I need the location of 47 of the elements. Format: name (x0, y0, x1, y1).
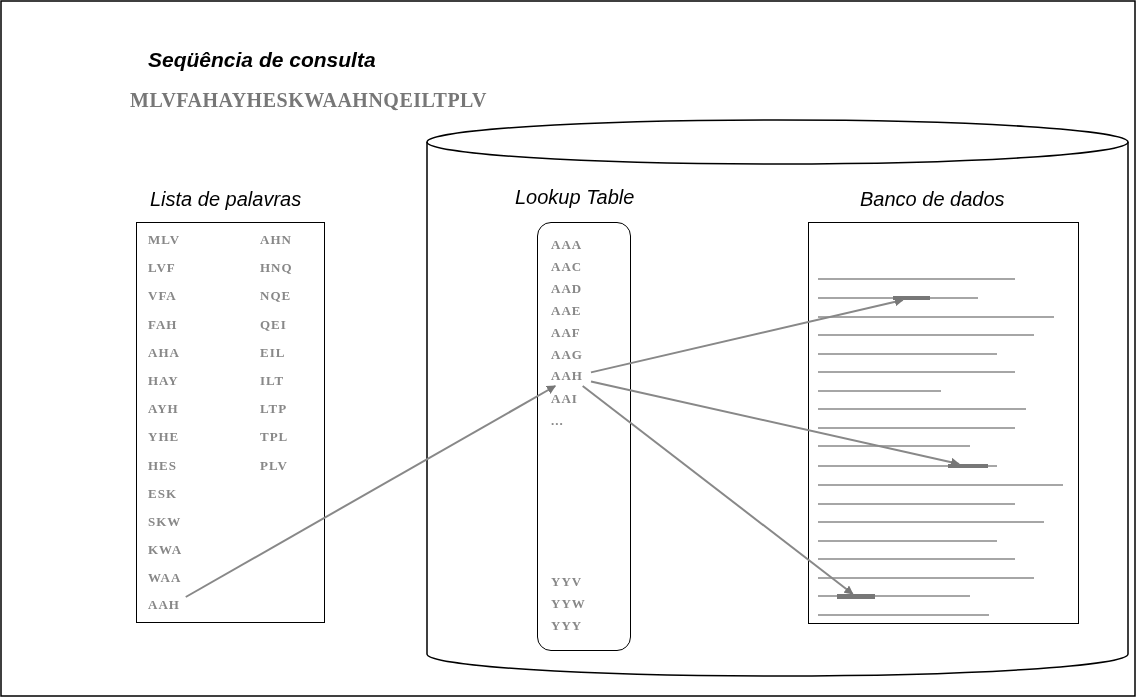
arrow (581, 385, 854, 595)
word-entry: AAF (551, 325, 581, 341)
sequence-text: MLVFAHAYHESKWAAHNQEILTPLV (130, 88, 488, 112)
word-entry: HAY (148, 373, 179, 389)
word-entry: YYY (551, 617, 583, 634)
match-highlight-bar (893, 296, 930, 300)
arrow (590, 297, 904, 374)
match-highlight-bar (948, 464, 988, 468)
word-entry: HNQ (260, 260, 293, 277)
word-entry: AHA (148, 344, 180, 361)
word-entry: SKW (148, 514, 182, 530)
word-entry: WAA (148, 570, 182, 587)
word-entry: AAD (551, 281, 583, 297)
word-entry: AHN (260, 232, 292, 248)
word-entry: YHE (148, 429, 180, 446)
box-heading: Lookup Table (515, 186, 635, 209)
word-entry: AAE (551, 303, 582, 319)
word-entry: LTP (260, 401, 288, 418)
word-entry: MLV (148, 232, 181, 248)
word-entry: TPL (260, 429, 289, 446)
word-entry: KWA (148, 542, 183, 559)
word-entry: NQE (260, 288, 292, 305)
word-entry: HES (148, 457, 177, 474)
word-entry: FAH (148, 316, 178, 333)
word-entry: LVF (148, 260, 176, 277)
word-entry: AAG (551, 347, 583, 363)
word-entry: ... (551, 413, 564, 429)
word-entry: AAH (148, 597, 192, 615)
word-entry: AYH (148, 401, 179, 418)
word-entry: YYW (551, 595, 586, 612)
word-entry: YYV (551, 573, 583, 590)
match-highlight-bar (837, 594, 875, 599)
arrow (590, 380, 961, 467)
box-heading: Lista de palavras (150, 188, 302, 211)
title: Seqüência de consulta (148, 48, 376, 72)
box-heading: Banco de dados (860, 188, 1005, 211)
word-entry: ESK (148, 485, 177, 502)
word-entry: VFA (148, 288, 177, 305)
word-entry: AAA (551, 237, 583, 253)
word-entry: QEI (260, 316, 287, 333)
word-entry: AAH (551, 368, 591, 386)
word-entry: PLV (260, 457, 288, 474)
arrow (184, 385, 557, 598)
word-entry: AAC (551, 259, 583, 275)
word-entry: EIL (260, 344, 286, 361)
word-entry: AAI (551, 391, 578, 407)
word-entry: ILT (260, 373, 285, 389)
